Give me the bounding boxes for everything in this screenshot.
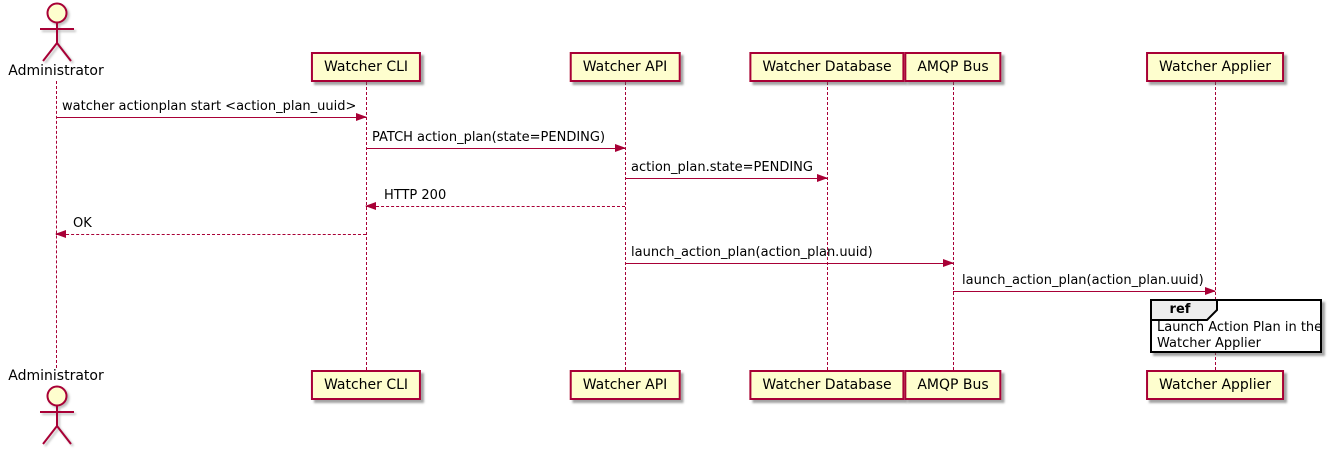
message-label: launch_action_plan(action_plan.uuid) — [631, 245, 873, 260]
message-label: launch_action_plan(action_plan.uuid) — [962, 273, 1204, 288]
participant-watcher-applier-top: Watcher Applier — [1146, 52, 1284, 82]
actor-icon — [40, 385, 74, 445]
arrowhead-left-icon — [55, 230, 66, 238]
arrowhead-right-icon — [1205, 287, 1216, 295]
arrowhead-right-icon — [943, 259, 954, 267]
message-label: action_plan.state=PENDING — [631, 160, 813, 175]
participant-label: Watcher Applier — [1159, 59, 1271, 75]
participant-label: Watcher API — [582, 377, 668, 393]
lifeline-watcher-api — [625, 82, 626, 370]
participant-label: Watcher API — [582, 59, 668, 75]
participant-label: Watcher CLI — [323, 59, 409, 75]
participant-label: Watcher Database — [762, 377, 892, 393]
message-line — [56, 234, 366, 235]
ref-body-text: Launch Action Plan in the Watcher Applie… — [1157, 320, 1323, 351]
participant-watcher-cli-top: Watcher CLI — [310, 52, 422, 82]
participant-watcher-api-bottom: Watcher API — [569, 370, 681, 400]
message-label: HTTP 200 — [384, 188, 447, 203]
participant-watcher-database-bottom: Watcher Database — [749, 370, 905, 400]
participant-watcher-api-top: Watcher API — [569, 52, 681, 82]
message-label: PATCH action_plan(state=PENDING) — [372, 130, 606, 145]
message-label: watcher actionplan start <action_plan_uu… — [62, 99, 357, 114]
ref-fragment: ref Launch Action Plan in the Watcher Ap… — [1150, 299, 1322, 353]
participant-amqp-bus-bottom: AMQP Bus — [904, 370, 1002, 400]
arrowhead-right-icon — [356, 113, 367, 121]
participant-label: Watcher Database — [762, 59, 892, 75]
ref-header-pentagon-icon — [1150, 299, 1218, 321]
message-line — [366, 148, 625, 149]
participant-watcher-database-top: Watcher Database — [749, 52, 905, 82]
lifeline-watcher-cli — [366, 82, 367, 370]
message-line — [366, 206, 625, 207]
participant-label: Watcher Applier — [1159, 377, 1271, 393]
participant-amqp-bus-top: AMQP Bus — [904, 52, 1002, 82]
actor-icon — [40, 2, 74, 62]
participant-label: AMQP Bus — [917, 59, 989, 75]
participant-label: AMQP Bus — [917, 377, 989, 393]
arrowhead-right-icon — [615, 144, 626, 152]
lifeline-watcher-applier — [1215, 82, 1216, 370]
ref-body-line1: Launch Action Plan in the — [1157, 320, 1323, 335]
participant-watcher-cli-bottom: Watcher CLI — [310, 370, 422, 400]
message-line — [625, 178, 827, 179]
message-line — [953, 291, 1215, 292]
message-line — [56, 117, 366, 118]
lifeline-administrator — [56, 81, 57, 368]
participant-label: Watcher CLI — [323, 377, 409, 393]
participant-watcher-applier-bottom: Watcher Applier — [1146, 370, 1284, 400]
actor-label-administrator-top: Administrator — [8, 63, 104, 79]
actor-label-administrator-bottom: Administrator — [8, 368, 104, 384]
arrowhead-right-icon — [817, 174, 828, 182]
message-label: OK — [73, 216, 92, 231]
lifeline-amqp-bus — [953, 82, 954, 370]
ref-body-line2: Watcher Applier — [1157, 335, 1261, 351]
arrowhead-left-icon — [365, 202, 376, 210]
lifeline-watcher-database — [827, 82, 828, 370]
ref-keyword: ref — [1169, 302, 1191, 317]
message-line — [625, 263, 953, 264]
